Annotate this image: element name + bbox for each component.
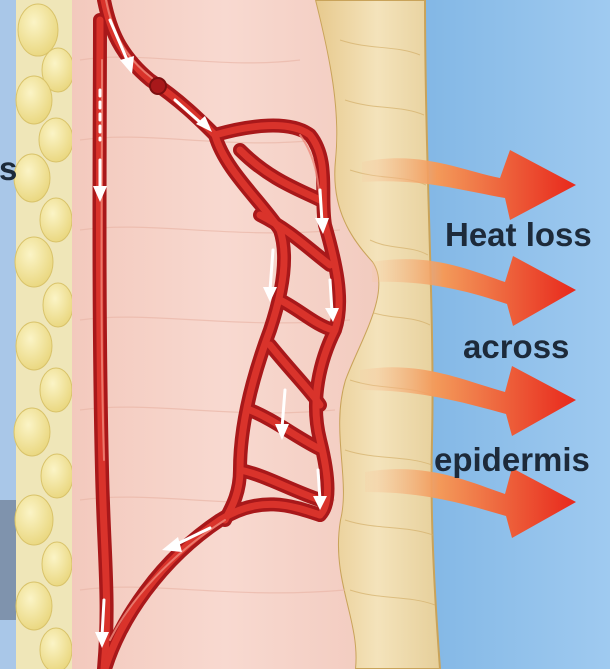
across-label: across (463, 328, 569, 366)
vessel-knot (150, 78, 166, 94)
cropped-edge-text: s (0, 150, 17, 188)
epidermis-label: epidermis (434, 441, 590, 479)
heat-loss-label: Heat loss (445, 216, 592, 254)
left-grey-panel (0, 500, 16, 620)
